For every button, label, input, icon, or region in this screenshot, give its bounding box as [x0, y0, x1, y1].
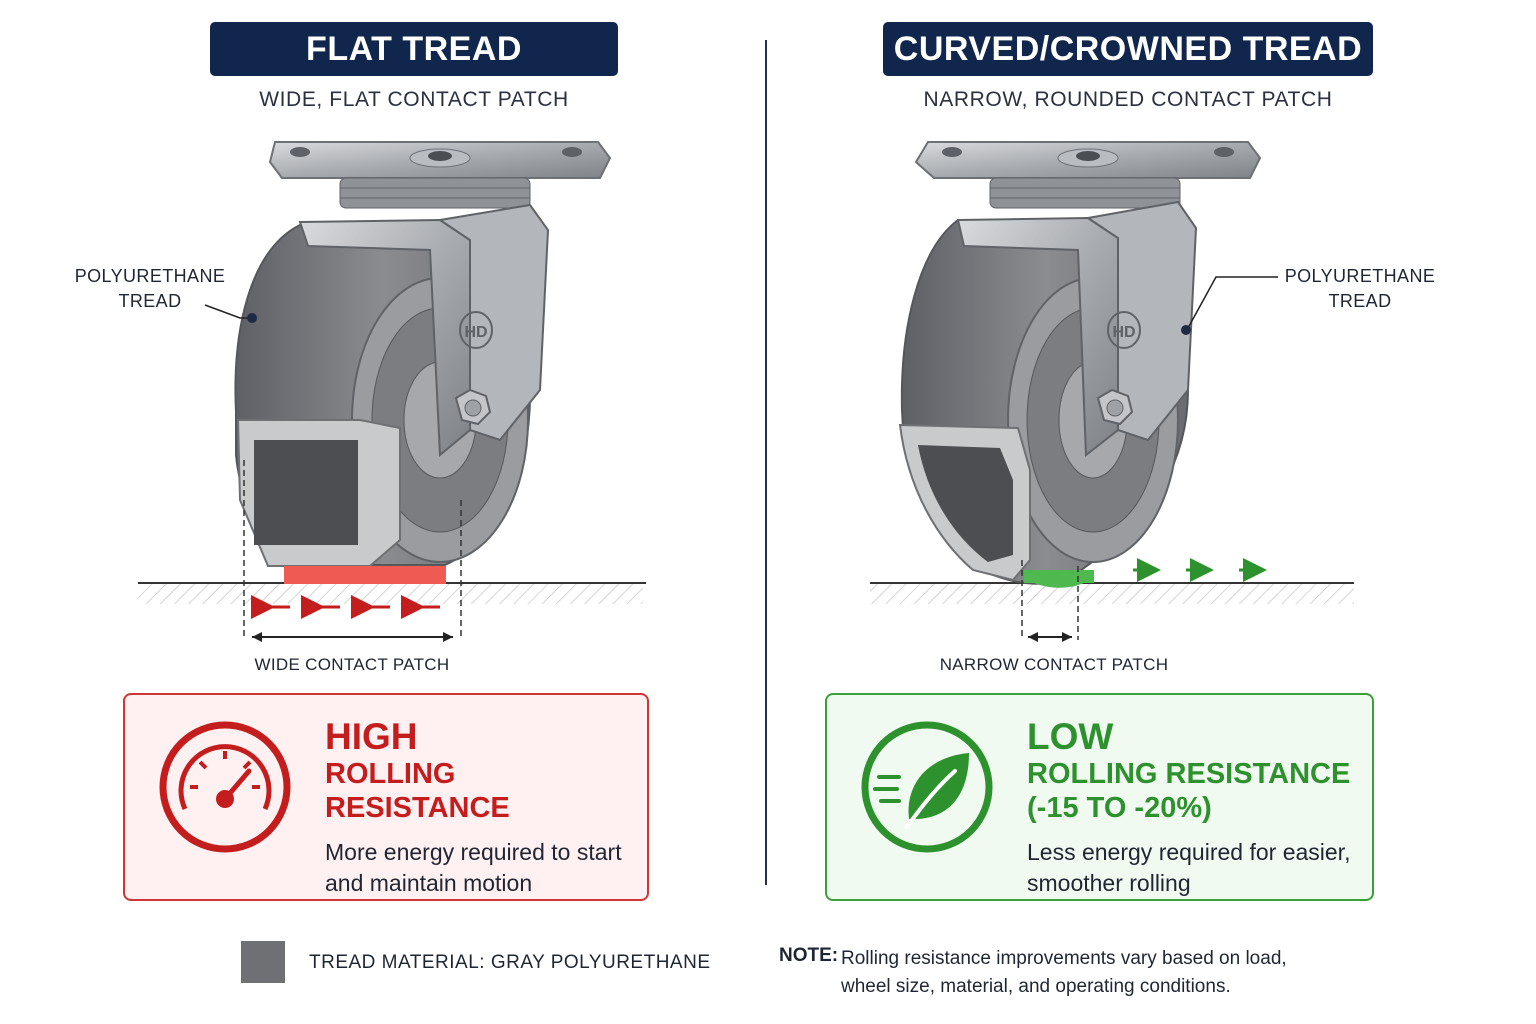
flat-tread-subtitle: WIDE, FLAT CONTACT PATCH	[259, 88, 569, 111]
low-resistance-desc-line1: Less energy required for easier,	[1027, 839, 1351, 865]
crowned-tread-title: CURVED/CROWNED TREAD	[883, 22, 1373, 76]
flat-tread-title: FLAT TREAD	[210, 22, 618, 76]
crowned-tread-subtitle: NARROW, ROUNDED CONTACT PATCH	[923, 88, 1333, 111]
wheel-marking-right: HD	[1112, 324, 1135, 341]
note-label: NOTE:	[779, 945, 839, 966]
center-divider	[765, 40, 767, 885]
crowned-tread-title-text: CURVED/CROWNED TREAD	[893, 29, 1363, 68]
crowned-tread-caster-illustration: HD	[870, 141, 1354, 642]
flat-contact-patch	[284, 566, 446, 584]
high-resistance-label: ROLLING RESISTANCE	[325, 758, 510, 824]
tread-callout-right: POLYURETHANE TREAD	[1280, 264, 1440, 314]
tread-callout-left-line2: TREAD	[118, 291, 182, 311]
high-resistance-level: HIGH	[325, 716, 418, 757]
low-resistance-level: LOW	[1027, 716, 1114, 757]
low-resistance-change: (-15 TO -20%)	[1027, 792, 1212, 824]
flat-tread-title-text: FLAT TREAD	[306, 29, 522, 68]
note-line1: Rolling resistance improvements vary bas…	[841, 948, 1287, 969]
tread-material-swatch	[241, 941, 285, 983]
high-resistance-desc-line1: More energy required to start	[325, 839, 622, 865]
note-text: Rolling resistance improvements vary bas…	[841, 945, 1361, 1001]
leaf-icon	[861, 721, 993, 853]
ground-hatch-right	[870, 584, 1354, 604]
callout-dot-right	[1181, 325, 1191, 335]
wheel-marking-left: HD	[464, 324, 487, 341]
wide-patch-label: WIDE CONTACT PATCH	[254, 655, 450, 674]
flat-tread-caster-illustration: HD	[138, 141, 646, 642]
low-resistance-desc-line2: smoother rolling	[1027, 870, 1191, 896]
tread-callout-right-line1: POLYURETHANE	[1284, 266, 1436, 286]
tread-callout-left: POLYURETHANE TREAD	[70, 264, 230, 314]
low-resistance-card: LOW ROLLING RESISTANCE (-15 TO -20%) Les…	[825, 693, 1374, 901]
note-line2: wheel size, material, and operating cond…	[841, 976, 1231, 997]
callout-dot-left	[247, 313, 257, 323]
tread-material-legend: TREAD MATERIAL: GRAY POLYURETHANE	[309, 952, 711, 973]
tread-callout-right-line2: TREAD	[1328, 291, 1392, 311]
high-resistance-card: HIGH ROLLING RESISTANCE More energy requ…	[123, 693, 649, 901]
narrow-patch-label: NARROW CONTACT PATCH	[939, 655, 1169, 674]
tread-callout-left-line1: POLYURETHANE	[74, 266, 226, 286]
low-resistance-label: ROLLING RESISTANCE	[1027, 758, 1351, 790]
ground-hatch	[138, 584, 643, 604]
speedometer-icon	[159, 721, 291, 853]
high-resistance-desc-line2: and maintain motion	[325, 870, 533, 896]
